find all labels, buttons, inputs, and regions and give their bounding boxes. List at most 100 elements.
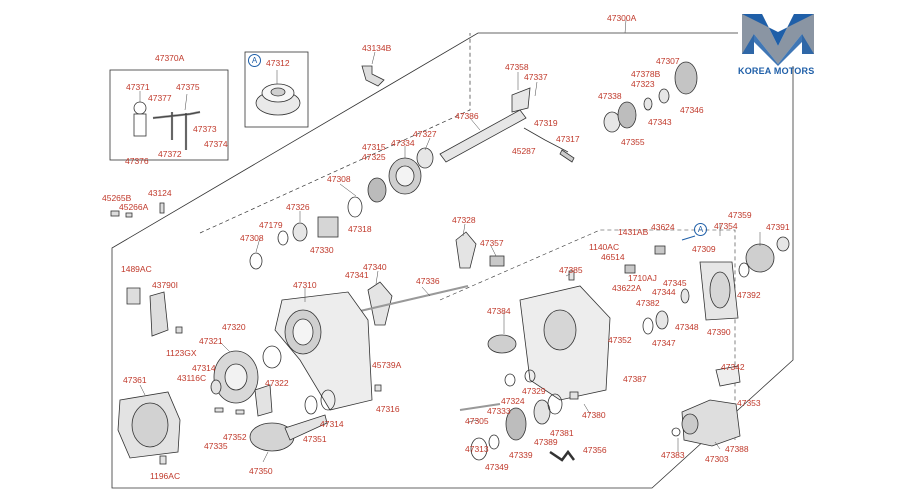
part-label: 47387 (623, 374, 647, 384)
part-label: 47392 (737, 290, 761, 300)
part-label: 47352 (608, 335, 632, 345)
part-label: 47316 (376, 404, 400, 414)
callout-a-main: A (694, 223, 707, 236)
part-label: 47348 (675, 322, 699, 332)
part-label: 47376 (125, 156, 149, 166)
part-label: 47361 (123, 375, 147, 385)
part-label: 47307 (656, 56, 680, 66)
part-label: 43116C (177, 373, 207, 383)
part-label: 47340 (363, 262, 387, 272)
part-label: 47370A (155, 53, 185, 63)
part-47303-actuator (671, 365, 741, 447)
part-label: 47344 (652, 287, 676, 297)
part-label: 47319 (534, 118, 558, 128)
part-label: 47335 (204, 441, 228, 451)
part-label: 47300A (607, 13, 637, 23)
part-label: 47339 (509, 450, 533, 460)
kit-box-47370a (109, 69, 229, 161)
part-label: 47310 (293, 280, 317, 290)
dashed-region-upper (199, 33, 471, 234)
part-label: 47386 (455, 111, 479, 121)
part-label: 47314 (320, 419, 344, 429)
part-label: 43790I (152, 280, 178, 290)
part-label: 47333 (487, 406, 511, 416)
part-label: 1123GX (166, 348, 197, 358)
part-47312 (255, 83, 301, 116)
right-side-parts (568, 236, 790, 335)
part-43134b (361, 65, 385, 87)
part-label: 47374 (204, 139, 228, 149)
dashed-region-lower (439, 229, 736, 440)
left-screws (110, 202, 183, 337)
part-label: 43124 (148, 188, 172, 198)
part-label: 47334 (391, 138, 415, 148)
part-label: 47308 (327, 174, 351, 184)
part-label: 47343 (648, 117, 672, 127)
part-label: 47385 (559, 265, 583, 275)
part-label: 47318 (348, 224, 372, 234)
part-label: 47313 (465, 444, 489, 454)
part-label: 47358 (505, 62, 529, 72)
part-label: 1489AC (121, 264, 152, 274)
part-label: 47345 (663, 278, 687, 288)
part-label: 47346 (680, 105, 704, 115)
part-label: 47354 (714, 221, 738, 231)
part-label: 47337 (524, 72, 548, 82)
part-label: 47380 (582, 410, 606, 420)
part-label: 47321 (199, 336, 223, 346)
part-label: 47341 (345, 270, 369, 280)
part-label: 47323 (631, 79, 655, 89)
part-label: 47328 (452, 215, 476, 225)
part-label: 47329 (522, 386, 546, 396)
part-label: 47317 (556, 134, 580, 144)
part-label: 47330 (310, 245, 334, 255)
callout-box-47312 (244, 51, 309, 128)
part-label: 47338 (598, 91, 622, 101)
part-label: 1140AC (589, 242, 620, 252)
leader-lines (139, 19, 761, 463)
part-label: 1710AJ (628, 273, 657, 283)
part-label: 47326 (286, 202, 310, 212)
part-label: 47382 (636, 298, 660, 308)
part-label: 45265B (102, 193, 132, 203)
part-label: 47353 (737, 398, 761, 408)
part-label: 47303 (705, 454, 729, 464)
part-label: 47375 (176, 82, 200, 92)
part-label: 47325 (362, 152, 386, 162)
part-label: 47388 (725, 444, 749, 454)
part-label: 47342 (721, 362, 745, 372)
part-label: 47377 (148, 93, 172, 103)
part-47380-case (487, 285, 611, 401)
part-label: 47357 (480, 238, 504, 248)
part-label: 46514 (601, 252, 625, 262)
part-label: 47327 (413, 129, 437, 139)
part-label: 47349 (485, 462, 509, 472)
part-label: 47356 (583, 445, 607, 455)
upper-shaft-assembly (249, 61, 698, 270)
callout-arrow (681, 235, 696, 241)
part-label: 1196AC (150, 471, 181, 481)
part-label: 47378B (631, 69, 661, 79)
part-label: 47391 (766, 222, 790, 232)
part-label: 47324 (501, 396, 525, 406)
part-label: 47315 (362, 142, 386, 152)
part-label: 43622A (612, 283, 642, 293)
part-label: 47355 (621, 137, 645, 147)
kit-parts (133, 101, 201, 150)
part-label: 45739A (372, 360, 402, 370)
part-47310-case (274, 291, 373, 411)
part-label: 47352 (223, 432, 247, 442)
part-label: 1431AB (618, 227, 649, 237)
part-label: 47350 (249, 466, 273, 476)
part-label: 47336 (416, 276, 440, 286)
part-label: 47314 (192, 363, 216, 373)
part-label: 47383 (661, 450, 685, 460)
part-label: 47347 (652, 338, 676, 348)
part-label: 47373 (193, 124, 217, 134)
callout-a-box: A (248, 54, 261, 67)
part-label: 43624 (651, 222, 675, 232)
part-label: 47351 (303, 434, 327, 444)
part-label: 43134B (362, 43, 392, 53)
part-label: 45287 (512, 146, 536, 156)
part-label: 47320 (222, 322, 246, 332)
